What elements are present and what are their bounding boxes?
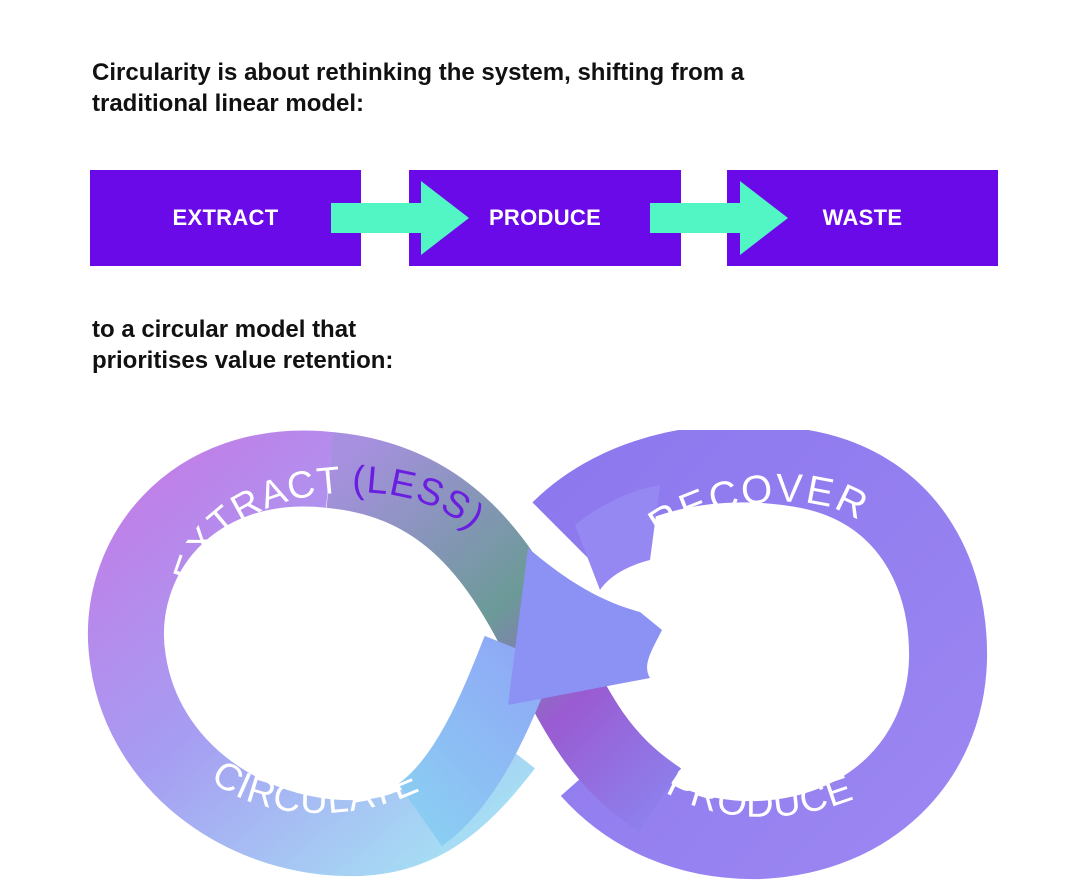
intro-heading: Circularity is about rethinking the syst… [92, 57, 952, 119]
transition-line-2: prioritises value retention: [92, 347, 394, 374]
crossing-band-upper [396, 635, 556, 847]
intro-line-1: Circularity is about rethinking the syst… [92, 59, 745, 86]
arrow-right-icon [331, 181, 469, 255]
transition-heading: to a circular model that prioritises val… [92, 314, 592, 376]
circular-model-diagram: EXTRACT(LESS) RECOVER PRODUCE CIRCULATE [87, 430, 988, 880]
arrow-tail-icon [575, 485, 660, 590]
linear-step-extract: EXTRACT [90, 170, 361, 266]
linear-step-waste-label: WASTE [822, 205, 903, 230]
arrowhead-icon [508, 548, 662, 705]
linear-step-produce-label: PRODUCE [488, 205, 602, 230]
right-loop-band [532, 430, 988, 880]
arrow-right-icon [650, 181, 788, 255]
intro-line-2: traditional linear model: [92, 90, 365, 117]
transition-line-1: to a circular model that [92, 316, 357, 343]
linear-step-extract-label: EXTRACT [172, 205, 279, 230]
